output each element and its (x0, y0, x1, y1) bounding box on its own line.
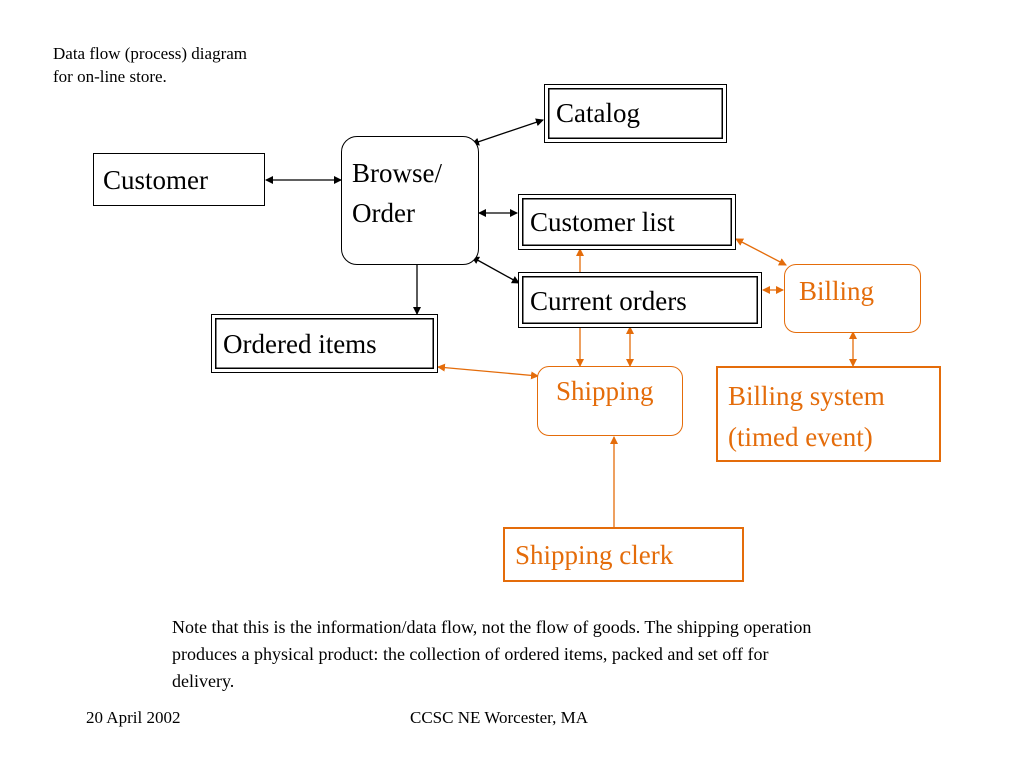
diagram-caption: Data flow (process) diagram for on-line … (53, 44, 248, 86)
footnote-text: Note that this is the information/data f… (172, 617, 812, 691)
shipping-clerk-entity: Shipping clerk (503, 527, 744, 582)
billing-process: Billing (784, 264, 921, 333)
arrow-ordered-items-shipping (437, 363, 539, 380)
footer-venue: CCSC NE Worcester, MA (410, 708, 589, 727)
billing-system-label-line1: Billing system (728, 381, 885, 411)
browse-order-label-line1: Browse/ (352, 158, 442, 188)
catalog-label: Catalog (556, 98, 640, 128)
customer-entity: Customer (93, 153, 265, 206)
billing-system-entity: Billing system (timed event) (716, 366, 941, 462)
browse-order-process: Browse/ Order (341, 136, 479, 265)
current-orders-label: Current orders (530, 286, 687, 316)
customer-list-label: Customer list (530, 207, 675, 237)
arrow-browse-catalog (471, 118, 544, 146)
customer-label: Customer (103, 165, 208, 195)
customer-list-store: Customer list (518, 194, 736, 250)
arrow-browse-current-orders (471, 256, 520, 284)
ordered-items-store: Ordered items (211, 314, 438, 373)
catalog-store: Catalog (544, 84, 727, 143)
shipping-label: Shipping (556, 376, 654, 406)
shipping-process: Shipping (537, 366, 683, 436)
browse-order-label-line2: Order (352, 198, 415, 228)
billing-label: Billing (799, 276, 875, 306)
arrow-customer-list-billing (735, 238, 787, 266)
shipping-clerk-label: Shipping clerk (515, 540, 674, 570)
ordered-items-label: Ordered items (223, 329, 377, 359)
billing-system-label-line2: (timed event) (728, 422, 873, 452)
current-orders-store: Current orders (518, 272, 762, 328)
footer-date: 20 April 2002 (86, 708, 181, 727)
